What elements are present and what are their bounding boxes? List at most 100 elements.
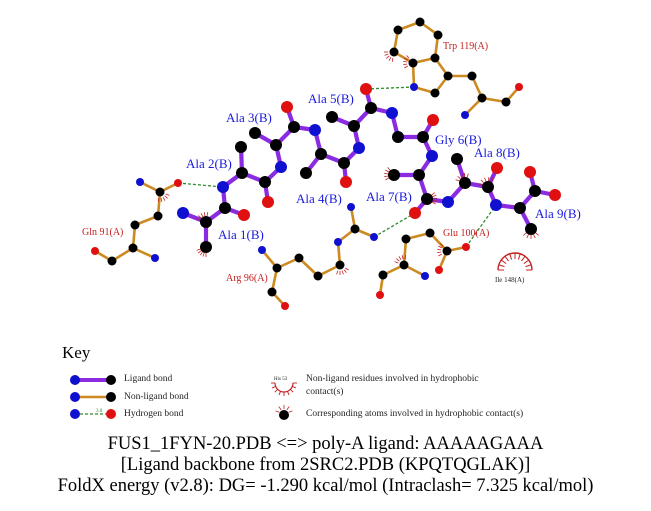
nitrogen-atom xyxy=(258,246,266,254)
carbon-atom xyxy=(408,58,418,68)
hydrophobic-contact-marker xyxy=(457,175,461,180)
carbon-atom xyxy=(477,93,487,103)
carbon-atom xyxy=(130,220,140,230)
key-hydrophobic-residues-label-2: contact(s) xyxy=(306,387,344,397)
hydrophobic-contact-marker xyxy=(404,255,407,260)
hydrophobic-contact-marker xyxy=(196,248,201,251)
hydrophobic-contact-marker xyxy=(526,234,529,239)
carbon-atom xyxy=(155,187,165,197)
hydrophobic-contact-marker xyxy=(385,169,390,173)
ligand-carbon-atom xyxy=(338,157,350,169)
hydrophobic-contact-marker xyxy=(404,65,409,69)
hydrophobic-contact-marker xyxy=(478,183,483,186)
carbon-atom xyxy=(399,260,409,270)
carbon-atom xyxy=(401,234,411,244)
key-hydrophobic-spoke xyxy=(287,391,290,396)
ligand-carbon-atom xyxy=(421,193,433,205)
hydrophobic-contact-marker xyxy=(437,248,442,251)
hydrophobic-contact-marker xyxy=(197,250,202,254)
ligand-carbon-atom xyxy=(200,216,212,228)
key-hydrophobic-atom-spokes xyxy=(286,406,290,411)
key-hydrophobic-atom xyxy=(279,410,289,420)
ligand-label-ala1: Ala 1(B) xyxy=(218,227,264,242)
hydrophobic-contact-marker xyxy=(196,218,201,221)
ligand-carbon-atom xyxy=(525,223,537,235)
key-hydrophobic-spoke xyxy=(290,389,294,393)
ligand-carbon-atom xyxy=(482,181,494,193)
carbon-atom xyxy=(153,211,163,221)
carbon-atom xyxy=(430,53,440,63)
key-carbon-atom xyxy=(106,375,116,385)
carbon-atom xyxy=(442,246,452,256)
hydrophobic-contact-marker xyxy=(404,57,409,61)
carbon-atom xyxy=(443,71,453,81)
hydrophobic-contact-marker xyxy=(384,53,389,56)
carbon-atom xyxy=(430,88,440,98)
key-hydrophobic-residues-label: Non-ligand residues involved in hydropho… xyxy=(306,374,479,384)
key-nitrogen-atom xyxy=(70,409,80,419)
ligand-carbon-atom xyxy=(529,185,541,197)
ligand-nitrogen-atom xyxy=(490,199,502,211)
ligand-carbon-atom xyxy=(200,241,212,253)
hydrophobic-contact-marker xyxy=(466,173,469,178)
ligand-label-ala2: Ala 2(B) xyxy=(186,156,232,171)
nitrogen-atom xyxy=(421,272,429,280)
hydrophobic-residue-spoke xyxy=(517,253,521,260)
hydrophobic-contact-marker xyxy=(387,167,391,171)
ligand-carbon-atom xyxy=(459,177,471,189)
ligand-oxygen-atom xyxy=(409,207,421,219)
hydrophobic-contact-marker xyxy=(403,60,408,63)
carbon-atom xyxy=(335,260,345,270)
hydrophobic-contact-marker xyxy=(386,55,390,59)
hydrophobic-contact-marker xyxy=(490,178,494,183)
key-oxygen-atom xyxy=(106,409,116,419)
ligand-carbon-atom xyxy=(348,120,360,132)
hydrogen-bond xyxy=(465,204,497,248)
ligand-nitrogen-atom xyxy=(275,161,287,173)
nitrogen-atom xyxy=(370,233,378,241)
hydrophobic-contact-marker xyxy=(394,261,399,264)
nitrogen-atom xyxy=(334,238,342,246)
ligand-oxygen-atom xyxy=(262,196,274,208)
ligand-nitrogen-atom xyxy=(353,142,365,154)
ligand-oxygen-atom xyxy=(238,209,250,221)
oxygen-atom xyxy=(281,302,289,310)
hydrophobic-contact-marker xyxy=(396,258,400,262)
key-hydrophobic-spoke xyxy=(278,391,281,396)
oxygen-atom xyxy=(462,243,470,251)
ligand-oxygen-atom xyxy=(427,114,439,126)
ligand-carbon-atom xyxy=(288,121,300,133)
key-hydrophobic-spoke xyxy=(271,386,276,389)
key-hydrogen-bond-label: Hydrogen bond xyxy=(124,409,184,419)
key-hydrophobic-atom-spokes xyxy=(288,410,293,413)
hydrophobic-residue-spoke xyxy=(521,255,526,262)
key-hydrophobic-arc xyxy=(274,382,294,393)
hydrophobic-contact-marker xyxy=(535,232,539,236)
key-title: Key xyxy=(62,343,91,362)
hydrophobic-contact-marker xyxy=(384,175,389,178)
residue-label-arg96: Arg 96(A) xyxy=(226,273,268,284)
ligand-carbon-atom xyxy=(514,202,526,214)
hydrogen-bond xyxy=(365,86,415,90)
ligand-nitrogen-atom xyxy=(442,196,454,208)
carbon-atom xyxy=(313,271,323,281)
hydrophobic-contact-marker xyxy=(164,195,168,199)
ligand-carbon-atom xyxy=(219,202,231,214)
hydrophobic-contact-marker xyxy=(336,270,339,275)
key-nonligand-bond-label: Non-ligand bond xyxy=(124,392,189,402)
hydrophobic-residue-spoke xyxy=(504,255,509,262)
hydrophobic-contact-marker xyxy=(398,256,402,261)
hydrogen-bond xyxy=(177,182,224,188)
ligand-carbon-atom xyxy=(249,127,261,139)
key-hydrophobic-atoms-label: Corresponding atoms involved in hydropho… xyxy=(306,409,524,419)
hydrophobic-contact-marker xyxy=(162,196,166,201)
nitrogen-atom xyxy=(347,203,355,211)
carbon-atom xyxy=(272,263,282,273)
oxygen-atom xyxy=(515,83,523,91)
hydrophobic-contact-marker xyxy=(200,213,204,218)
residue-label-ile148: Ile 148(A) xyxy=(495,276,525,284)
hydrophobic-contact-marker xyxy=(484,177,487,182)
ligand-oxygen-atom xyxy=(281,101,293,113)
hydrophobic-contact-marker xyxy=(198,215,202,219)
carbon-atom xyxy=(128,243,138,253)
